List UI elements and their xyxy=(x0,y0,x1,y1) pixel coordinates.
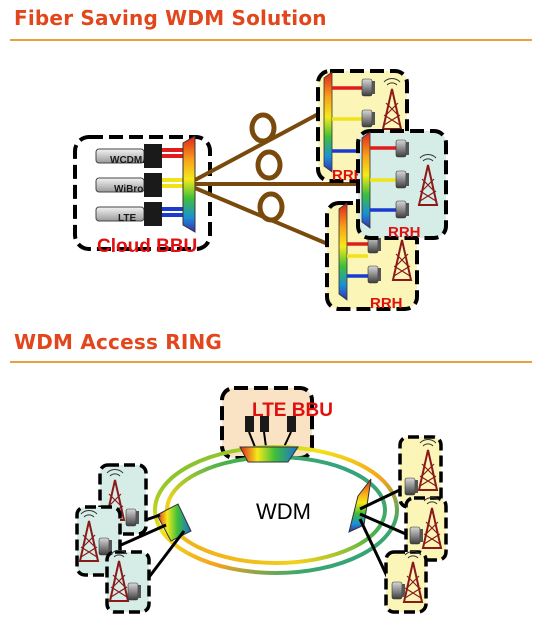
radio-label-wibro: WiBro xyxy=(114,184,143,195)
mux-prism-left xyxy=(182,135,196,233)
radio-label-wcdma: WCDMA xyxy=(110,155,149,166)
rrh-label-3: RRH xyxy=(370,295,403,312)
mux-prism-top xyxy=(239,446,299,463)
lte-bbu-label: LTE BBU xyxy=(252,400,333,421)
rrh-site-2 xyxy=(356,129,448,240)
section-title-fiber-saving: Fiber Saving WDM Solution xyxy=(14,6,327,30)
fiber-links xyxy=(194,110,360,252)
bbu-card-wcdma xyxy=(95,144,162,168)
section-divider-top xyxy=(10,39,532,41)
ring-site-left-3 xyxy=(105,549,151,614)
section-title-access-ring: WDM Access RING xyxy=(14,330,223,354)
section-divider-bottom xyxy=(10,361,532,363)
wdm-ring-label: WDM xyxy=(256,499,311,524)
cloud-bbu-label: Cloud BBU xyxy=(97,236,197,257)
mux-prism-left-ring xyxy=(156,503,192,542)
rrh-label-2: RRH xyxy=(388,224,421,241)
bbu-card-wibro xyxy=(95,173,162,197)
ring-site-right-3 xyxy=(384,550,428,614)
bbu-card-lte xyxy=(95,202,162,226)
radio-label-lte: LTE xyxy=(118,213,136,224)
